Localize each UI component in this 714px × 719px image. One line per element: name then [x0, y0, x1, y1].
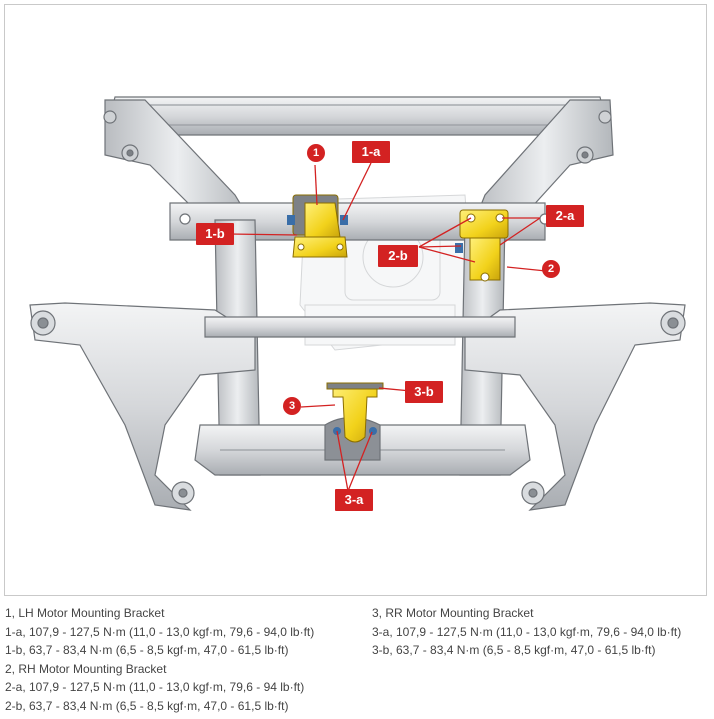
legend-item: 1-a, 107,9 - 127,5 N·m (11,0 - 13,0 kgf·… — [5, 624, 315, 639]
legend-item: 1, LH Motor Mounting Bracket — [5, 606, 165, 620]
rh-motor-bracket — [455, 209, 509, 282]
callout-3b: 3-b — [405, 381, 443, 403]
top-cross-beam — [109, 96, 606, 136]
middle-cross-tube — [204, 316, 516, 338]
callout-2a: 2-a — [546, 205, 584, 227]
callout-1b: 1-b — [196, 223, 234, 245]
legend-item: 1-b, 63,7 - 83,4 N·m (6,5 - 8,5 kgf·m, 4… — [5, 643, 289, 657]
subframe-illustration — [29, 96, 686, 511]
lh-motor-bracket — [287, 194, 348, 258]
legend-item: 2, RH Motor Mounting Bracket — [5, 661, 167, 676]
callout-2b: 2-b — [378, 245, 418, 267]
callout-3a: 3-a — [335, 489, 373, 511]
subframe-diagram: 1 2 3 1-a 1-b 2-a 2-b 3-a 3-b — [4, 4, 707, 596]
callout-1a: 1-a — [352, 141, 390, 163]
callout-2: 2 — [542, 260, 560, 278]
legend-item: 3, RR Motor Mounting Bracket — [372, 606, 534, 620]
callout-3: 3 — [283, 397, 301, 415]
legend-left-column: 1, LH Motor Mounting Bracket 1-a, 107,9 … — [5, 604, 314, 715]
torque-legend: 1, LH Motor Mounting Bracket 1-a, 107,9 … — [0, 604, 714, 719]
legend-item: 2-b, 63,7 - 83,4 N·m (6,5 - 8,5 kgf·m, 4… — [5, 698, 289, 713]
legend-item: 3-b, 63,7 - 83,4 N·m (6,5 - 8,5 kgf·m, 4… — [372, 643, 656, 657]
left-lower-arm — [29, 302, 256, 511]
legend-item: 3-a, 107,9 - 127,5 N·m (11,0 - 13,0 kgf·… — [372, 624, 682, 639]
legend-right-column: 3, RR Motor Mounting Bracket 3-a, 107,9 … — [372, 604, 681, 660]
callout-1: 1 — [307, 144, 325, 162]
legend-item: 2-a, 107,9 - 127,5 N·m (11,0 - 13,0 kgf·… — [5, 680, 305, 694]
leader-lines — [228, 162, 547, 492]
right-lower-arm — [464, 302, 686, 511]
rr-motor-bracket — [326, 382, 384, 443]
upper-cross-member — [169, 202, 551, 241]
